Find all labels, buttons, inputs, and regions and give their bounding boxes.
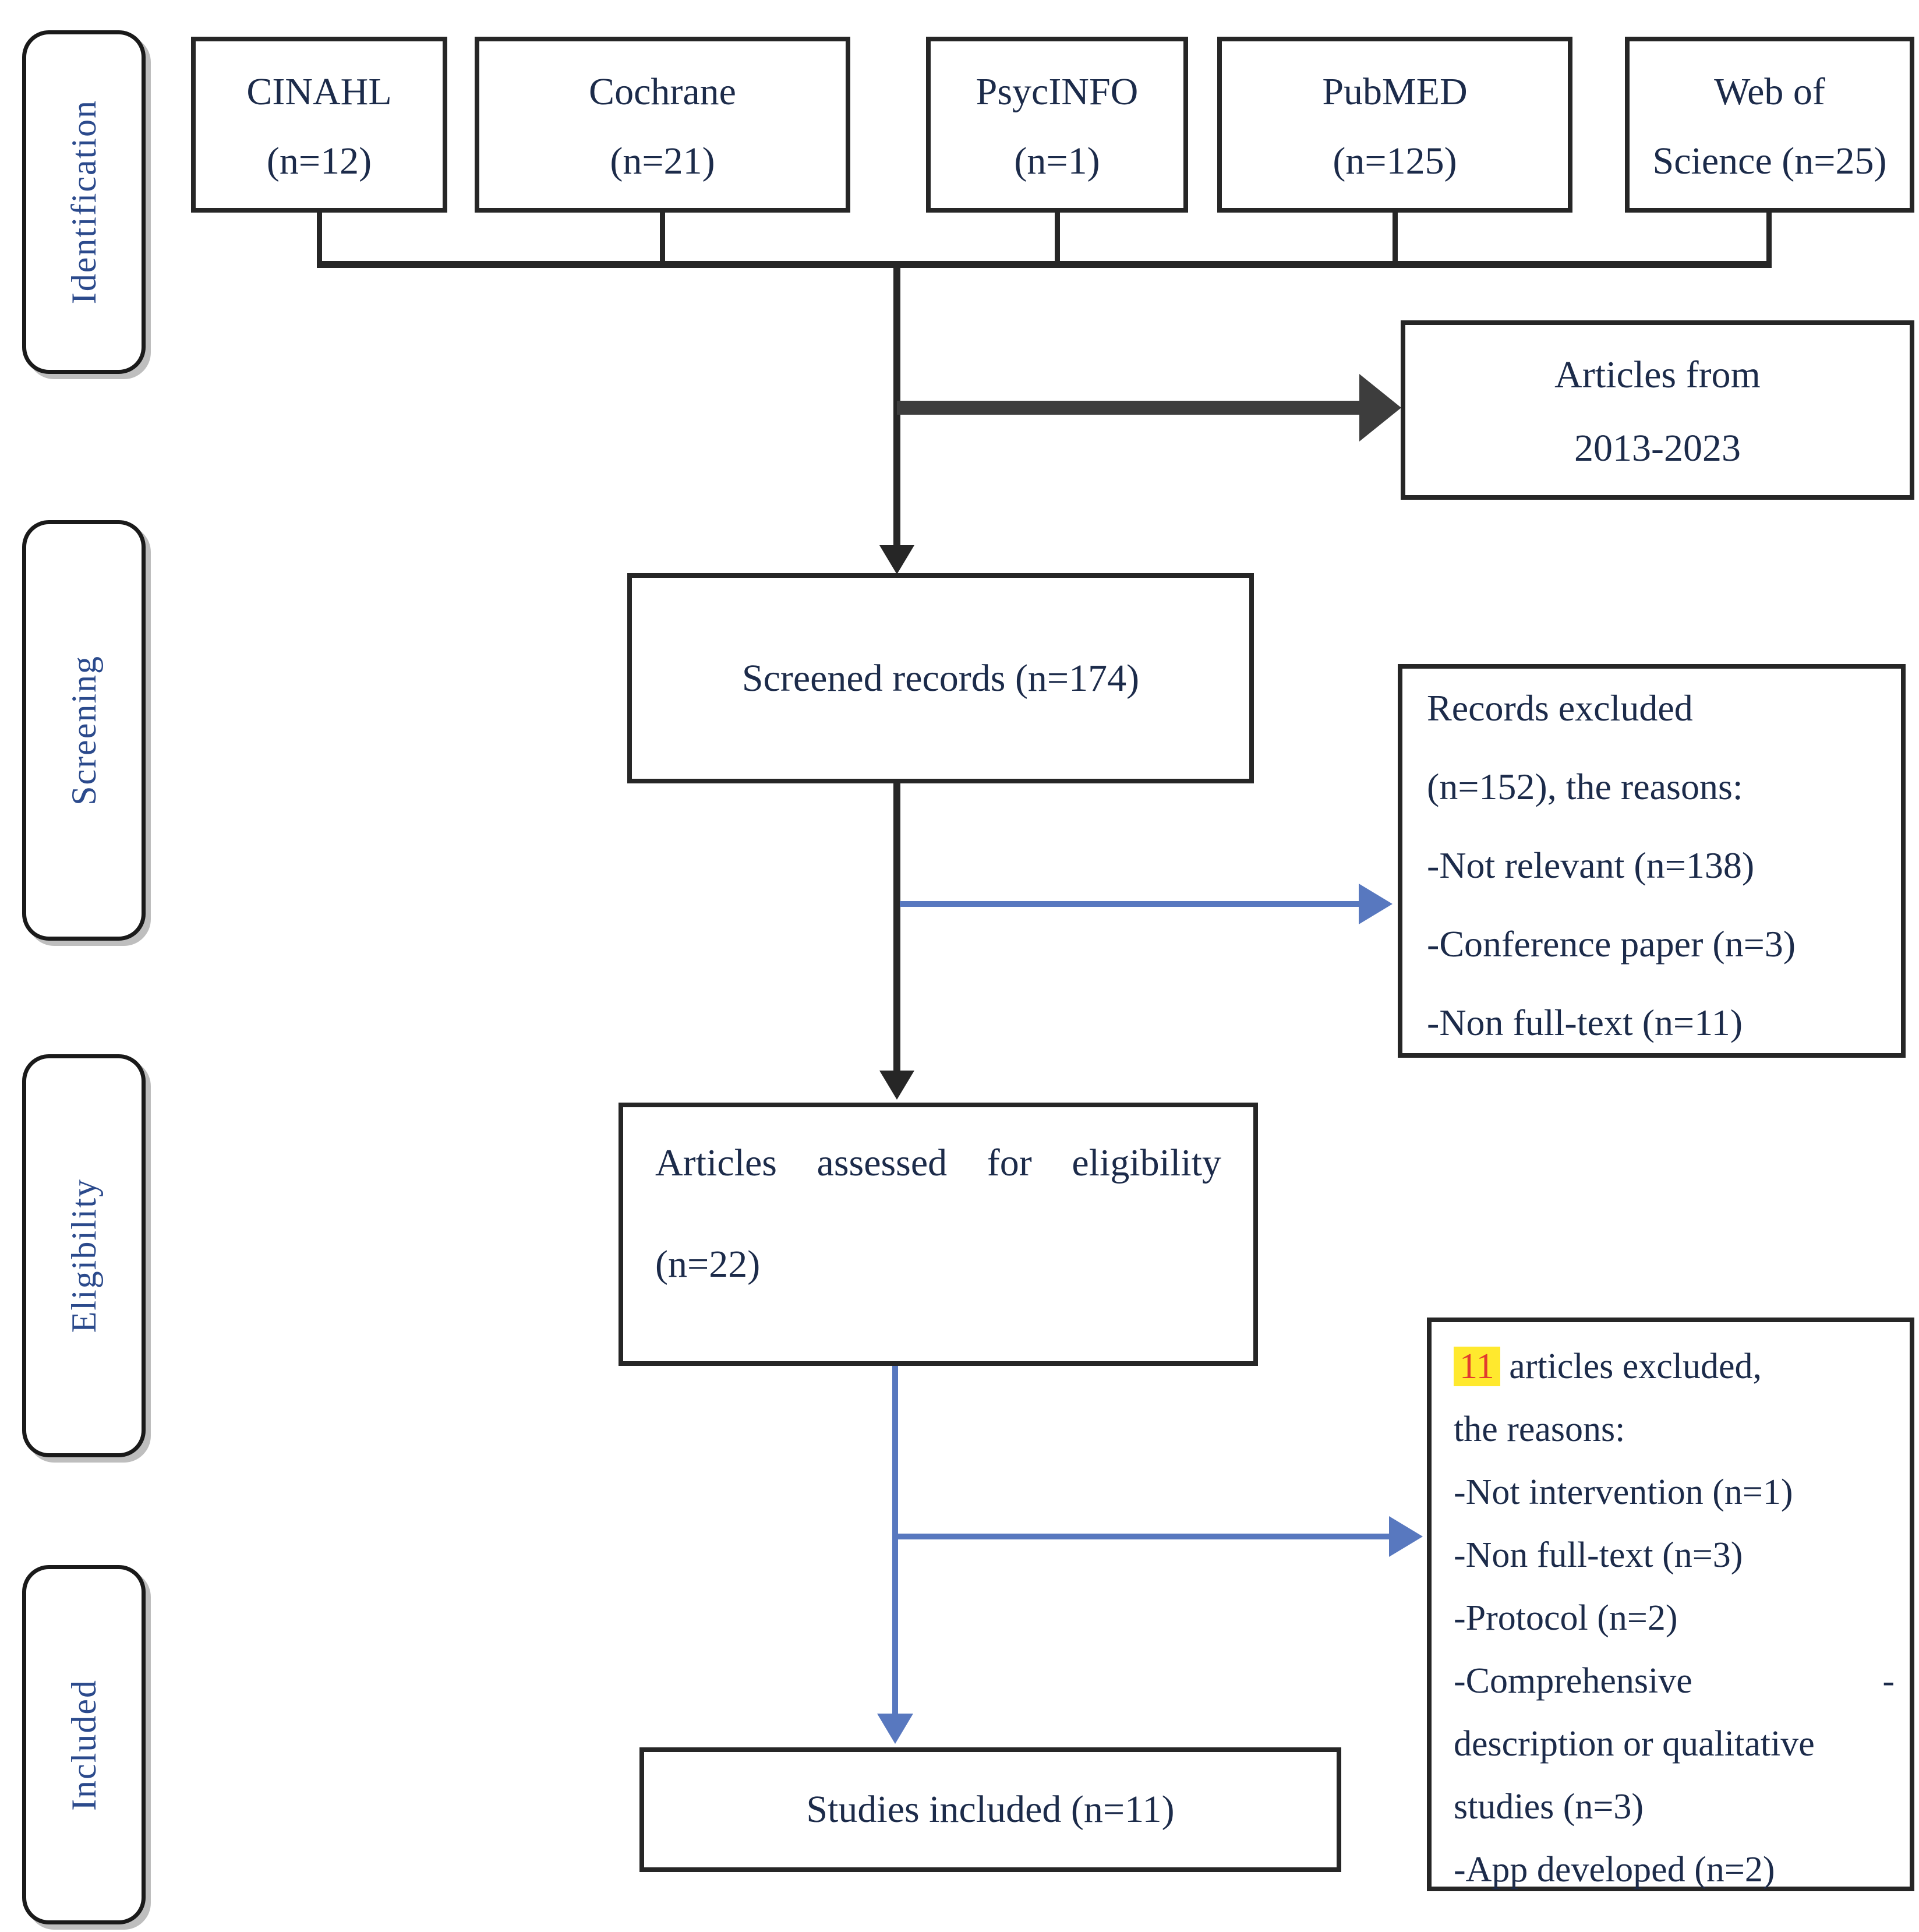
source-count: (n=125) <box>1333 139 1457 182</box>
stage-label-included: Included <box>22 1565 146 1924</box>
source-count: Science (n=25) <box>1652 139 1887 182</box>
arrowhead-right-to-articles-range <box>1359 374 1401 442</box>
articles-excluded-line: description or qualitative <box>1454 1723 1815 1764</box>
articles-excluded-box: 11 articles excluded, the reasons: -Not … <box>1427 1318 1914 1891</box>
screened-records-box: Screened records (n=174) <box>627 573 1254 783</box>
source-name: CINAHL <box>246 70 392 113</box>
source-count: (n=12) <box>266 139 372 182</box>
source-box-cochrane: Cochrane (n=21) <box>475 37 850 213</box>
articles-excluded-line: -App developed (n=2) <box>1454 1849 1775 1889</box>
articles-excluded-line: -Protocol (n=2) <box>1454 1598 1678 1638</box>
articles-excluded-line1-rest: articles excluded, <box>1500 1346 1762 1386</box>
stage-label-identification: Identification <box>22 30 146 374</box>
records-excluded-line: -Not relevant (n=138) <box>1427 844 1755 886</box>
stage-label-screening-text: Screening <box>64 655 103 806</box>
source-box-cinahl: CINAHL (n=12) <box>191 37 447 213</box>
articles-range-box: Articles from 2013-2023 <box>1401 320 1914 500</box>
eligibility-line1: Articles assessed for eligibility <box>655 1142 1221 1184</box>
source-box-web-of-science: Web of Science (n=25) <box>1625 37 1914 213</box>
articles-excluded-highlight-count: 11 <box>1454 1346 1500 1386</box>
stage-label-eligibility-text: Eligibility <box>64 1178 103 1333</box>
studies-included-box: Studies included (n=11) <box>639 1747 1341 1872</box>
source-name: PsycINFO <box>976 70 1139 113</box>
source-name: Web of <box>1714 70 1825 113</box>
records-excluded-line: -Non full-text (n=11) <box>1427 1001 1743 1043</box>
records-excluded-line: (n=152), the reasons: <box>1427 765 1743 807</box>
articles-range-line1: Articles from <box>1554 354 1761 396</box>
connector-collector-line <box>317 261 1772 268</box>
articles-excluded-line: the reasons: <box>1454 1409 1625 1449</box>
records-excluded-line: Records excluded <box>1427 687 1693 729</box>
records-excluded-box: Records excluded (n=152), the reasons: -… <box>1398 664 1906 1058</box>
stage-label-screening: Screening <box>22 520 146 941</box>
eligibility-line2: (n=22) <box>655 1243 761 1285</box>
articles-excluded-line: -Non full-text (n=3) <box>1454 1535 1743 1575</box>
connector-branch-records-excluded <box>900 901 1360 907</box>
arrowhead-right-to-records-excluded <box>1359 884 1393 924</box>
connector-stub-cinahl <box>317 213 322 266</box>
screened-records-label: Screened records (n=174) <box>741 656 1140 700</box>
articles-excluded-comp-dash: - <box>1882 1661 1895 1701</box>
connector-vertical-eligibility <box>892 1366 898 1715</box>
articles-excluded-comp-text: -Comprehensive <box>1454 1661 1692 1701</box>
connector-branch-articles-excluded <box>892 1534 1390 1539</box>
connector-stub-pubmed <box>1393 213 1398 266</box>
connector-stub-psycinfo <box>1055 213 1060 266</box>
source-name: PubMED <box>1322 70 1468 113</box>
arrowhead-right-to-articles-excluded <box>1389 1516 1423 1557</box>
source-name: Cochrane <box>589 70 736 113</box>
connector-stub-web-of-science <box>1766 213 1772 266</box>
records-excluded-line: -Conference paper (n=3) <box>1427 923 1796 965</box>
stage-label-identification-text: Identification <box>64 100 103 305</box>
eligibility-box: Articles assessed for eligibility (n=22) <box>619 1103 1258 1366</box>
connector-stub-cochrane <box>660 213 665 266</box>
arrowhead-down-to-included <box>877 1714 913 1744</box>
articles-range-line2: 2013-2023 <box>1574 427 1741 469</box>
arrowhead-down-to-eligibility <box>879 1071 914 1100</box>
stage-label-eligibility: Eligibility <box>22 1054 146 1457</box>
arrowhead-down-to-screened <box>879 545 914 574</box>
articles-excluded-line: 11 articles excluded, <box>1432 1335 1910 1398</box>
articles-excluded-line: -Not intervention (n=1) <box>1454 1472 1793 1512</box>
source-count: (n=1) <box>1014 139 1100 182</box>
connector-vertical-screening <box>893 783 900 1071</box>
studies-included-label: Studies included (n=11) <box>806 1788 1175 1831</box>
stage-label-included-text: Included <box>64 1679 103 1811</box>
connector-branch-articles-range <box>897 401 1363 415</box>
articles-excluded-line: studies (n=3) <box>1454 1786 1644 1827</box>
source-count: (n=21) <box>610 139 715 182</box>
source-box-pubmed: PubMED (n=125) <box>1217 37 1572 213</box>
articles-excluded-line: -Comprehensive - <box>1432 1650 1910 1712</box>
source-box-psycinfo: PsycINFO (n=1) <box>926 37 1188 213</box>
